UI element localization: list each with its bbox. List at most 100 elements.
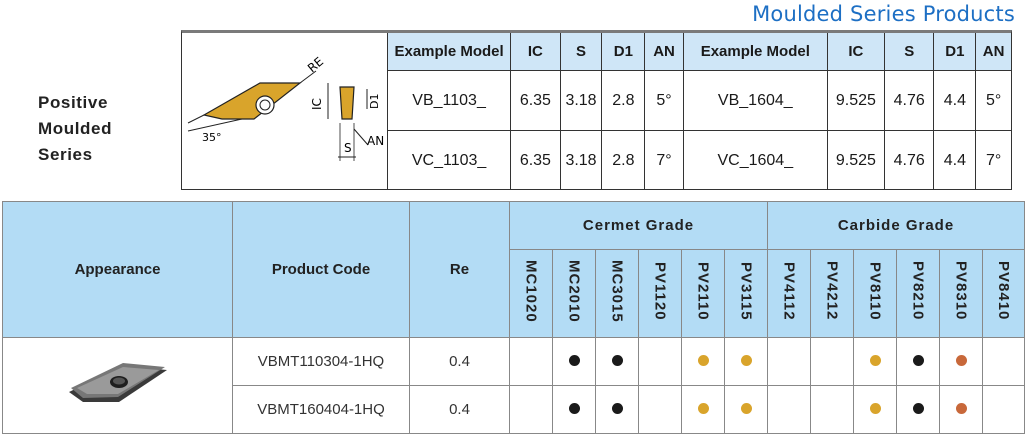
re-value: 0.4 [409, 337, 510, 386]
product-code: VBMT110304-1HQ [232, 337, 410, 386]
insert-photo-hole-rim [112, 377, 125, 384]
grade-header: PV8110 [853, 249, 897, 338]
spec-cell: 6.35 [510, 70, 561, 131]
grade-header: MC3015 [595, 249, 639, 338]
spec-cell: 3.18 [559, 130, 603, 190]
carbide-grade-header: Carbide Grade [767, 200, 1025, 251]
angle-label: 35° [202, 131, 222, 144]
grade-cell [939, 385, 983, 434]
availability-dot [568, 403, 580, 414]
spec-header: IC [826, 33, 885, 71]
availability-dot [611, 355, 623, 366]
spec-cell: VB_1103_ [386, 70, 512, 131]
availability-dot [955, 355, 967, 366]
series-label-line: Positive [38, 93, 108, 112]
spec-cell: 2.8 [601, 130, 646, 190]
grade-cell [509, 385, 553, 434]
grade-cell [767, 385, 811, 434]
grade-cell [982, 385, 1025, 434]
grade-header: PV4212 [810, 249, 854, 338]
spec-cell: 6.35 [510, 130, 561, 190]
availability-dot [869, 403, 881, 414]
grade-label: PV8110 [866, 261, 884, 321]
grade-cell [896, 385, 940, 434]
spec-cell: 4.4 [933, 70, 977, 131]
spec-cell: VC_1604_ [682, 130, 828, 190]
spec-header: AN [975, 33, 1011, 71]
grade-cell [595, 337, 639, 386]
spec-box: RE IC 35° D1 S AN Example Model IC [181, 30, 1012, 190]
spec-header: S [883, 33, 935, 71]
grade-cell [767, 337, 811, 386]
grade-header: PV1120 [638, 249, 682, 338]
grade-header: PV8410 [982, 249, 1025, 338]
spec-header: Example Model [682, 33, 828, 71]
spec-header: AN [644, 33, 684, 71]
grade-label: MC1020 [522, 259, 540, 323]
product-code: VBMT160404-1HQ [232, 385, 410, 434]
appearance-header: Appearance [2, 201, 233, 338]
grade-cell [939, 337, 983, 386]
product-header-row: Appearance Product Code Re Cermet Grade … [2, 200, 1025, 338]
product-code-header: Product Code [232, 201, 410, 338]
grade-cell [724, 385, 768, 434]
spec-cell: 9.525 [826, 130, 885, 190]
spec-table: Example Model IC S D1 AN Example Model I… [386, 33, 1011, 190]
re-label: RE [305, 54, 326, 75]
availability-dot [611, 403, 623, 414]
grade-cell [552, 385, 596, 434]
grade-cell [638, 337, 682, 386]
grade-label: PV4212 [823, 261, 841, 321]
grade-cell [853, 337, 897, 386]
spec-cell: 5° [644, 70, 684, 131]
availability-dot [697, 403, 709, 414]
product-table: Appearance Product Code Re Cermet Grade … [2, 200, 1025, 434]
spec-cell: 5° [975, 70, 1011, 131]
grade-cell [638, 385, 682, 434]
angle-line-b [187, 118, 243, 132]
grade-cell [509, 337, 553, 386]
an-leader [353, 128, 369, 146]
insert-shape [202, 82, 302, 120]
grade-cell [552, 337, 596, 386]
spec-header: Example Model [386, 33, 512, 71]
grade-label: MC3015 [608, 259, 626, 323]
availability-dot [740, 355, 752, 366]
grade-header: MC2010 [552, 249, 596, 338]
re-value: 0.4 [409, 385, 510, 434]
spec-row: VB_1103_ 6.35 3.18 2.8 5° VB_1604_ 9.525… [386, 70, 1011, 131]
grade-cell [810, 385, 854, 434]
grade-cell [896, 337, 940, 386]
grade-label: PV8210 [909, 261, 927, 321]
spec-cell: 7° [975, 130, 1011, 190]
availability-dot [955, 403, 967, 414]
series-label-line: Series [38, 145, 93, 164]
grade-label: PV8310 [952, 261, 970, 321]
insert-photo-svg [68, 362, 167, 402]
grade-cell [595, 385, 639, 434]
spec-header-row: Example Model IC S D1 AN Example Model I… [386, 33, 1011, 71]
re-header: Re [409, 201, 510, 338]
grade-cell [681, 337, 725, 386]
availability-dot [697, 355, 709, 366]
grade-cell [724, 337, 768, 386]
spec-header: D1 [933, 33, 977, 71]
spec-header: D1 [601, 33, 646, 71]
grade-label: PV8410 [995, 261, 1012, 321]
series-label-line: Moulded [38, 119, 113, 138]
re-leader [299, 70, 317, 84]
insert-photo [2, 337, 233, 434]
an-label: AN [367, 134, 384, 148]
availability-dot [740, 403, 752, 414]
spec-cell: 3.18 [559, 70, 603, 131]
cermet-grade-header: Cermet Grade [509, 200, 768, 251]
spec-header: IC [510, 33, 561, 71]
spec-cell: 7° [644, 130, 684, 190]
grade-header: MC1020 [509, 249, 553, 338]
spec-cell: VB_1604_ [682, 70, 828, 131]
availability-dot [869, 355, 881, 366]
series-label: Positive Moulded Series [38, 90, 112, 168]
grade-header: PV2110 [681, 249, 725, 338]
grade-header: PV8310 [939, 249, 983, 338]
spec-row: VC_1103_ 6.35 3.18 2.8 7° VC_1604_ 9.525… [386, 130, 1011, 190]
